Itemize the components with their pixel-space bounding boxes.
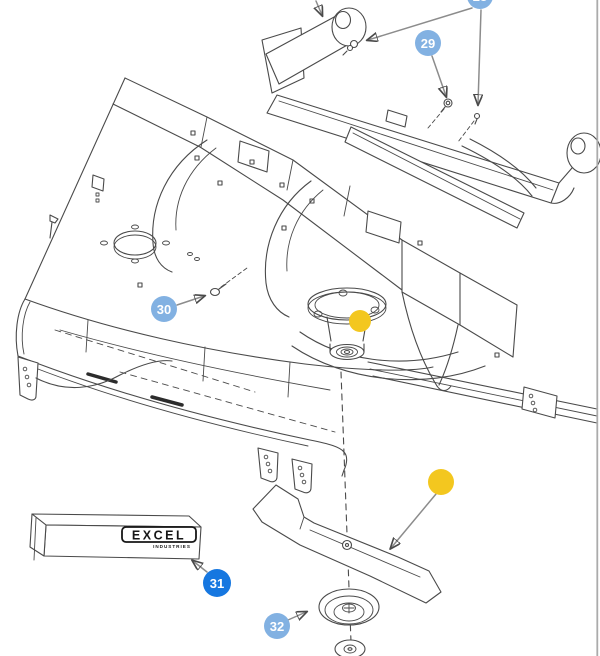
box-sub-text: INDUSTRIES	[153, 544, 191, 549]
fastener-hardware-drawing	[209, 39, 481, 297]
spindle-assembly-drawing	[307, 287, 387, 361]
callout-30-label: 30	[156, 301, 172, 317]
callout-32[interactable]: 32	[264, 613, 290, 639]
leader-lines	[176, 0, 481, 620]
blade-highlight-callout[interactable]	[428, 469, 454, 495]
deck-shell-drawing	[15, 77, 598, 494]
carrier-frame-drawing	[261, 7, 600, 229]
spindle-highlight-dot[interactable]	[349, 310, 371, 332]
box-brand-text: EXCEL	[132, 529, 186, 543]
callout-31[interactable]: 31	[203, 569, 231, 597]
callout-29[interactable]: 29	[415, 30, 441, 56]
callout-32-label: 32	[269, 618, 285, 634]
callout-30[interactable]: 30	[151, 296, 177, 322]
callout-29-label: 29	[420, 35, 436, 51]
callout-28-label: 28	[473, 0, 487, 4]
excel-box-drawing: EXCEL INDUSTRIES	[29, 513, 202, 561]
callout-31-label: 31	[209, 575, 225, 591]
blade-assembly-drawing	[252, 371, 442, 656]
callout-28[interactable]: 28	[467, 0, 493, 9]
